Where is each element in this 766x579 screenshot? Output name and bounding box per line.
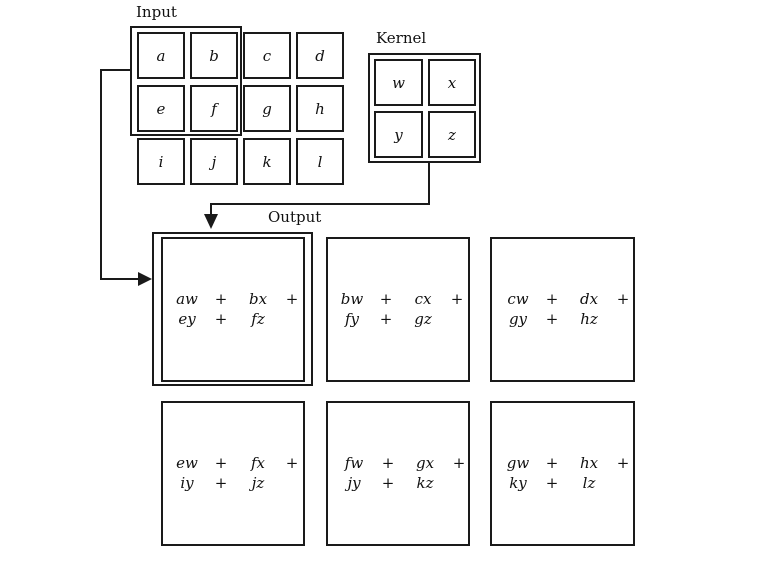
input-cell: c	[243, 32, 291, 79]
kernel-frame	[368, 53, 481, 163]
term: ky	[509, 474, 527, 492]
input-cell: k	[243, 138, 291, 185]
plus: +	[545, 474, 559, 492]
term: lz	[582, 474, 596, 492]
term: fz	[251, 310, 265, 328]
term: ey	[178, 310, 196, 328]
input-cell: b	[190, 32, 238, 79]
input-cell: j	[190, 138, 238, 185]
kernel-cell: x	[428, 59, 476, 106]
plus: +	[616, 290, 630, 308]
term: jy	[347, 474, 361, 492]
output-cell-1: bw + cx + fy + gz	[326, 237, 470, 382]
term: fx	[250, 454, 265, 472]
plus: +	[379, 290, 393, 308]
plus: +	[545, 290, 559, 308]
input-title: Input	[136, 3, 177, 21]
plus: +	[285, 454, 299, 472]
plus: +	[285, 290, 299, 308]
term: gx	[415, 454, 435, 472]
kernel-cell: w	[374, 59, 423, 106]
plus: +	[214, 454, 228, 472]
kernel-cell: y	[374, 111, 423, 158]
term: hz	[580, 310, 598, 328]
input-to-output-arrow	[100, 69, 138, 280]
input-cell: i	[137, 138, 185, 185]
input-cell: f	[190, 85, 238, 132]
input-cell: l	[296, 138, 344, 185]
term: hx	[579, 454, 599, 472]
plus: +	[381, 474, 395, 492]
input-cell: e	[137, 85, 185, 132]
arrowhead-icon	[138, 272, 152, 286]
plus: +	[545, 454, 559, 472]
input-cell: h	[296, 85, 344, 132]
plus: +	[545, 310, 559, 328]
term: gw	[506, 454, 530, 472]
plus: +	[214, 290, 228, 308]
term: gy	[508, 310, 528, 328]
term: cx	[414, 290, 432, 308]
term: gz	[414, 310, 432, 328]
term: cw	[507, 290, 529, 308]
input-cell: a	[137, 32, 185, 79]
plus: +	[379, 310, 393, 328]
plus: +	[214, 474, 228, 492]
input-cell: d	[296, 32, 344, 79]
kernel-cell: z	[428, 111, 476, 158]
plus: +	[450, 290, 464, 308]
term: jz	[251, 474, 265, 492]
output-cell-0: aw + bx + ey + fz	[161, 237, 305, 382]
term: fw	[344, 454, 364, 472]
term: aw	[176, 290, 198, 308]
output-cell-3: ew + fx + iy + jz	[161, 401, 305, 546]
output-title: Output	[268, 208, 322, 226]
output-highlight	[152, 232, 313, 386]
term: bw	[340, 290, 364, 308]
receptive-field-highlight	[130, 26, 242, 136]
term: fy	[344, 310, 360, 328]
term: bx	[248, 290, 268, 308]
plus: +	[381, 454, 395, 472]
term: iy	[180, 474, 194, 492]
output-cell-4: fw + gx + jy + kz	[326, 401, 470, 546]
term: kz	[416, 474, 434, 492]
plus: +	[616, 454, 630, 472]
term: dx	[579, 290, 599, 308]
input-cell: g	[243, 85, 291, 132]
kernel-title: Kernel	[376, 29, 427, 47]
arrowhead-icon	[204, 214, 218, 229]
output-cell-2: cw + dx + gy + hz	[490, 237, 635, 382]
output-cell-5: gw + hx + ky + lz	[490, 401, 635, 546]
plus: +	[214, 310, 228, 328]
kernel-to-output-arrow	[210, 163, 430, 216]
plus: +	[452, 454, 466, 472]
term: ew	[176, 454, 198, 472]
